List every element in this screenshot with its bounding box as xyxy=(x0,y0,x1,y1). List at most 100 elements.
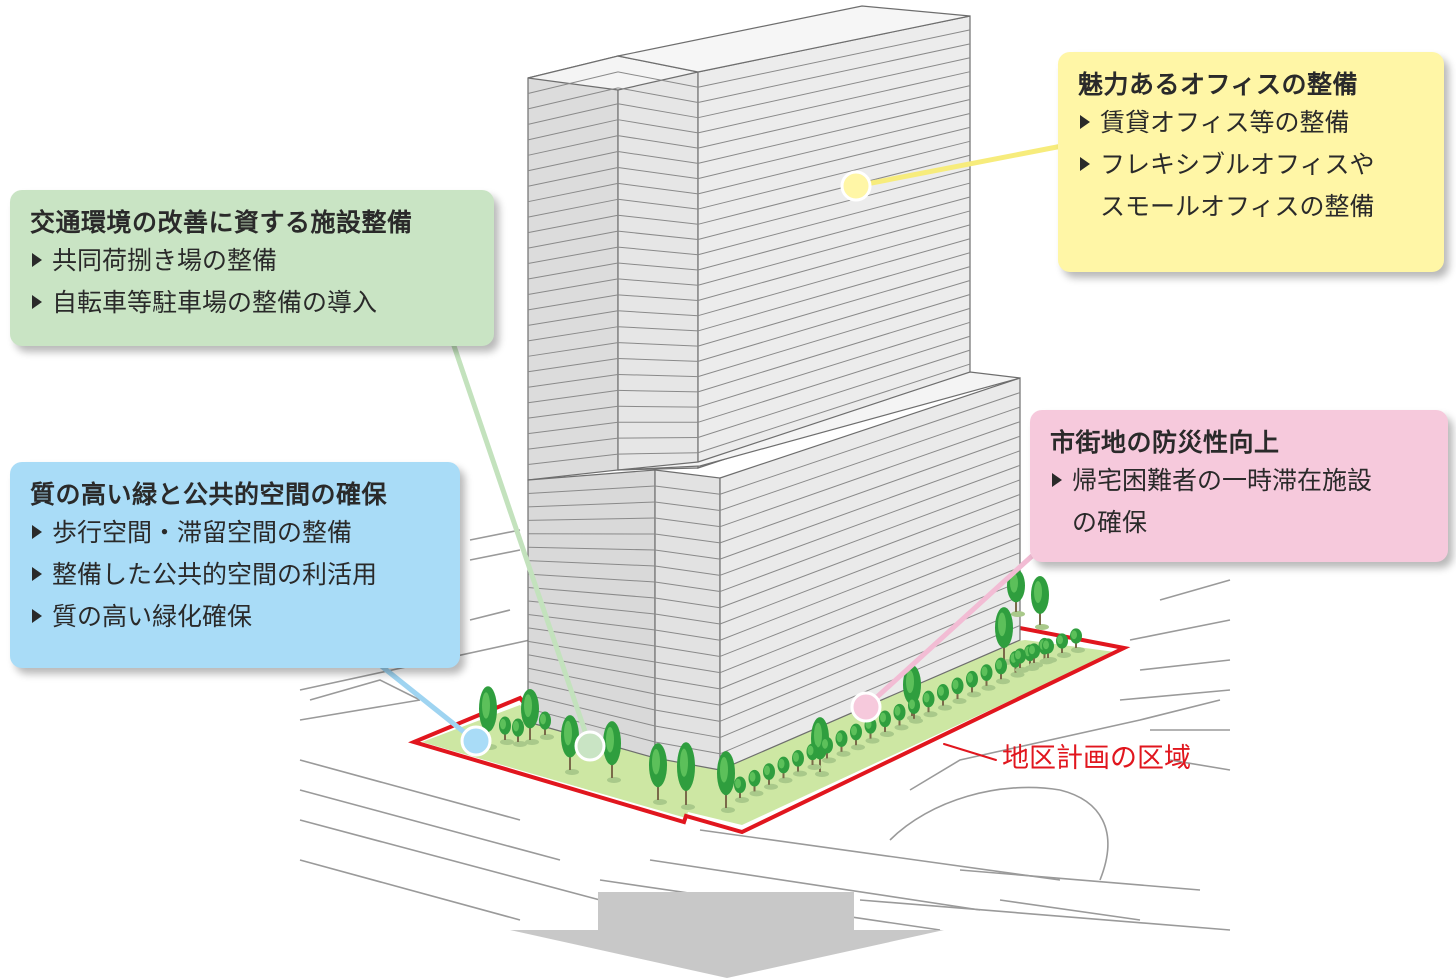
callout-green-item: 質の高い緑化確保 xyxy=(30,596,440,638)
floor-line xyxy=(527,587,656,599)
callout-green-title: 質の高い緑と公共的空間の確保 xyxy=(30,480,388,509)
floor-line xyxy=(527,421,619,435)
floor-line xyxy=(719,552,1021,674)
floor-line xyxy=(719,566,1021,690)
floor-line xyxy=(697,335,971,423)
floor-line xyxy=(719,464,1021,576)
floor-line xyxy=(617,198,699,210)
callout-office-item: 賃貸オフィス等の整備 xyxy=(1078,102,1424,144)
tree-icon xyxy=(521,689,539,745)
marker-office xyxy=(840,170,872,202)
floor-line xyxy=(654,613,721,625)
tree-icon xyxy=(1031,576,1049,630)
floor-line xyxy=(617,373,699,378)
leader-green xyxy=(377,662,477,743)
floor-line xyxy=(617,103,699,119)
tree-icon xyxy=(1014,648,1029,673)
tree-icon xyxy=(763,763,778,790)
tree-icon xyxy=(850,723,865,751)
building-lower xyxy=(527,371,1021,771)
trees xyxy=(479,568,1085,813)
floor-line xyxy=(654,597,721,609)
floor-line xyxy=(527,119,619,141)
ground-map xyxy=(299,529,1231,931)
tree-icon xyxy=(922,690,938,718)
floor-line xyxy=(527,342,619,357)
floor-line xyxy=(527,453,619,466)
tree-icon xyxy=(499,716,514,745)
floor-line xyxy=(617,389,699,393)
floor-line xyxy=(617,87,699,103)
floor-line xyxy=(697,154,971,225)
floor-line xyxy=(719,508,1021,625)
callout-disaster-item: 帰宅困難者の一時滞在施設 xyxy=(1050,460,1428,502)
callout-disaster: 市街地の防災性向上 帰宅困難者の一時滞在施設 の確保 xyxy=(1030,410,1448,562)
tree-icon xyxy=(1042,638,1057,663)
tree-icon xyxy=(1070,628,1085,653)
floor-line xyxy=(617,452,699,455)
floor-line xyxy=(654,549,721,560)
floor-line xyxy=(527,600,656,615)
leader-lines xyxy=(377,143,1065,761)
floor-line xyxy=(527,613,656,631)
floor-line xyxy=(719,493,1021,609)
callout-office-title: 魅力あるオフィスの整備 xyxy=(1078,70,1359,99)
floor-line xyxy=(719,479,1021,593)
marker-green xyxy=(460,725,492,757)
tree-icon xyxy=(893,703,909,731)
floor-line xyxy=(527,681,656,711)
floor-line xyxy=(527,437,619,450)
floor-line xyxy=(719,406,1021,511)
floor-line xyxy=(527,654,656,679)
floor-line xyxy=(697,99,971,164)
callout-green: 質の高い緑と公共的空間の確保 歩行空間・滞留空間の整備 整備した公共的空間の利活… xyxy=(10,462,460,668)
floor-line xyxy=(527,246,619,265)
tree-icon xyxy=(677,742,695,810)
floor-line xyxy=(527,262,619,280)
floor-line xyxy=(697,182,971,256)
tree-icon xyxy=(539,711,554,740)
floor-line xyxy=(527,326,619,342)
floor-line xyxy=(654,533,721,544)
floor-line xyxy=(527,389,619,404)
floor-line xyxy=(654,485,721,495)
floor-line xyxy=(527,560,656,567)
floor-line xyxy=(697,293,971,378)
floor-line xyxy=(617,278,699,286)
floor-line xyxy=(697,196,971,271)
floor-line xyxy=(697,57,971,119)
floor-line xyxy=(697,307,971,393)
tree-icon xyxy=(966,670,981,698)
floor-line xyxy=(617,405,699,408)
tree-icon xyxy=(937,684,952,711)
floor-line xyxy=(719,392,1021,495)
floor-line xyxy=(527,573,656,583)
floor-line xyxy=(719,624,1021,755)
floor-line xyxy=(617,342,699,347)
tree-icon xyxy=(792,750,807,777)
floor-line xyxy=(527,230,619,249)
floor-line xyxy=(697,321,971,408)
floor-line xyxy=(697,71,971,134)
floor-line xyxy=(697,252,971,332)
floor-line xyxy=(617,437,699,439)
floor-line xyxy=(697,85,971,149)
floor-line xyxy=(527,151,619,172)
tree-icon xyxy=(821,736,836,764)
floor-line xyxy=(697,363,971,454)
tree-icon xyxy=(717,751,735,813)
floor-line xyxy=(719,435,1021,544)
marker-disaster xyxy=(850,691,882,723)
floor-line xyxy=(654,517,721,528)
floor-line xyxy=(697,280,971,362)
tree-icon xyxy=(777,756,793,784)
floor-line xyxy=(719,610,1021,739)
tree-icon xyxy=(908,697,923,724)
down-arrow-icon xyxy=(510,892,944,978)
tree-icon xyxy=(951,677,967,704)
floor-line xyxy=(654,693,721,706)
tree-icon xyxy=(1056,633,1071,658)
floor-line xyxy=(617,294,699,301)
leader-disaster xyxy=(863,553,1035,710)
tree-icon xyxy=(806,743,822,770)
